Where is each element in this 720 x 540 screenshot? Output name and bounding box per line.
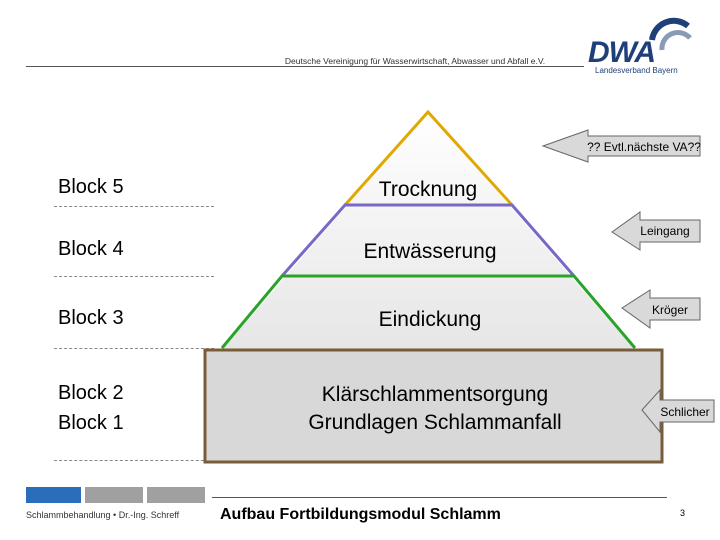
arrow-label-kroeger: Kröger [651, 303, 689, 317]
footer-divider [212, 497, 667, 498]
logo-subtitle: Landesverband Bayern [595, 66, 678, 75]
pyramid-base-label-2: Grundlagen Schlammanfall [308, 411, 562, 434]
arrow-shape [621, 289, 701, 329]
header-divider [26, 66, 584, 67]
dashed-divider [54, 348, 214, 349]
block-4-label: Block 4 [58, 238, 124, 260]
footer-bar-gray [147, 487, 205, 503]
dashed-divider [54, 276, 214, 277]
arrow-label-schlicher: Schlicher [660, 405, 710, 419]
block-5-label: Block 5 [58, 176, 124, 198]
pyramid-level-2-outline [280, 203, 576, 277]
arrow-label-leingang: Leingang [640, 224, 690, 238]
logo-text: DWA [588, 36, 656, 69]
arrow-shape [541, 129, 701, 163]
pyramid-base-label-1: Klärschlammentsorgung [321, 383, 549, 406]
pyramid-level-1-label: Trocknung [378, 178, 478, 201]
dashed-divider [54, 206, 214, 207]
block-2-label: Block 2 [58, 382, 124, 404]
page-number: 3 [680, 508, 686, 518]
footer-title: Aufbau Fortbildungsmodul Schlamm [220, 506, 501, 523]
footer-author: Schlammbehandlung • Dr.-Ing. Schreff [26, 510, 180, 520]
footer-bar-gray [85, 487, 143, 503]
pyramid-level-3-label: Eindickung [378, 308, 482, 331]
arrow-shape [611, 211, 701, 251]
pyramid-level-1-outline [343, 109, 514, 207]
pyramid-level-3-outline [220, 274, 637, 349]
organization-header: Deutsche Vereinigung für Wasserwirtschaf… [284, 56, 546, 66]
dwa-logo-icon [649, 17, 692, 51]
block-3-label: Block 3 [58, 307, 124, 329]
dashed-divider [54, 460, 214, 461]
pyramid-level-2-label: Entwässerung [363, 240, 497, 263]
block-1-label: Block 1 [58, 412, 124, 434]
arrow-label-next-va: ?? Evtl.nächste VA?? [587, 140, 701, 154]
arrow-shape [641, 388, 715, 434]
footer-bar-blue [26, 487, 81, 503]
